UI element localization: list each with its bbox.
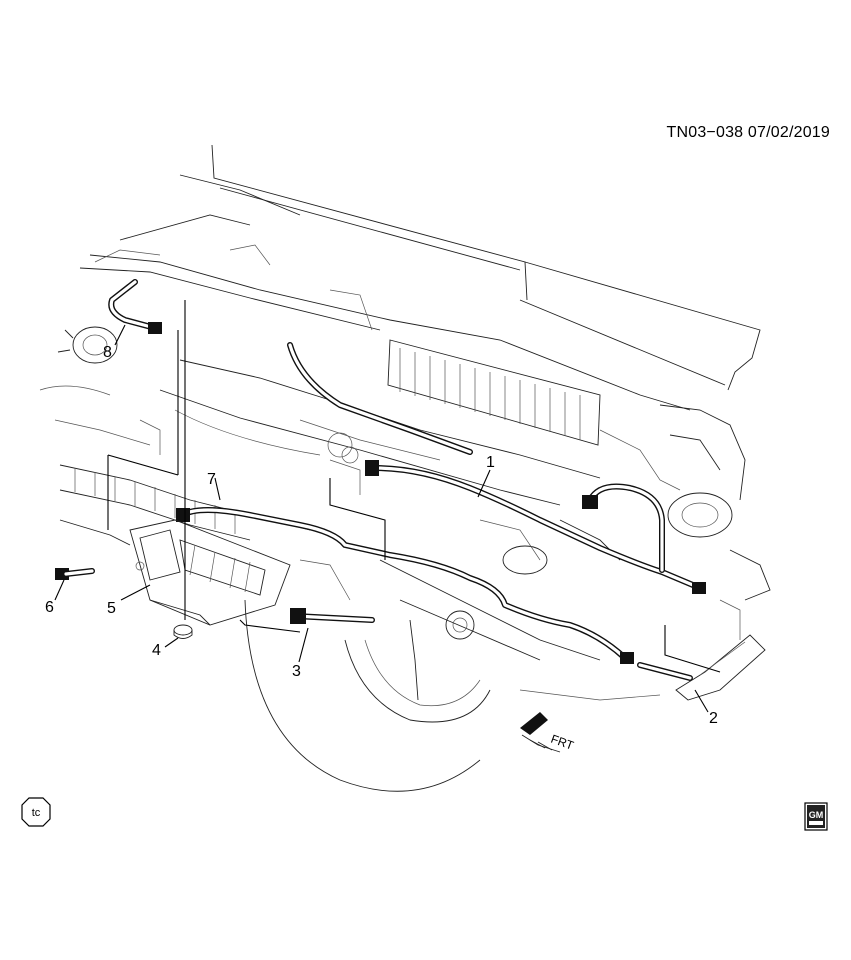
connector-6 — [55, 568, 95, 580]
callout-2: 2 — [709, 710, 718, 727]
callout-5: 5 — [107, 600, 116, 617]
callout-7: 7 — [207, 471, 216, 488]
diagram-code-date: TN03−038 07/02/2019 — [666, 124, 830, 141]
gm-logo: GM — [804, 802, 828, 831]
vapor-line-7-path — [176, 507, 634, 664]
front-direction-arrow: FRT — [520, 712, 576, 753]
tc-badge-text: tc — [32, 807, 41, 819]
fitting-8-path — [108, 279, 162, 334]
gm-logo-text: GM — [809, 810, 824, 820]
fuel-line-1-path — [287, 342, 706, 594]
callout-4: 4 — [152, 642, 161, 659]
callout-6: 6 — [45, 599, 54, 616]
locator-guides — [107, 300, 721, 673]
callout-8: 8 — [103, 344, 112, 361]
tc-badge: tc — [21, 797, 51, 827]
hose-3-path — [290, 608, 375, 624]
fastener-4 — [173, 624, 193, 639]
callout-1: 1 — [486, 454, 495, 471]
evap-canister-5 — [129, 519, 291, 626]
fuel-line-2-path — [637, 634, 766, 701]
callout-leaders — [54, 324, 709, 713]
callout-3: 3 — [292, 663, 301, 680]
